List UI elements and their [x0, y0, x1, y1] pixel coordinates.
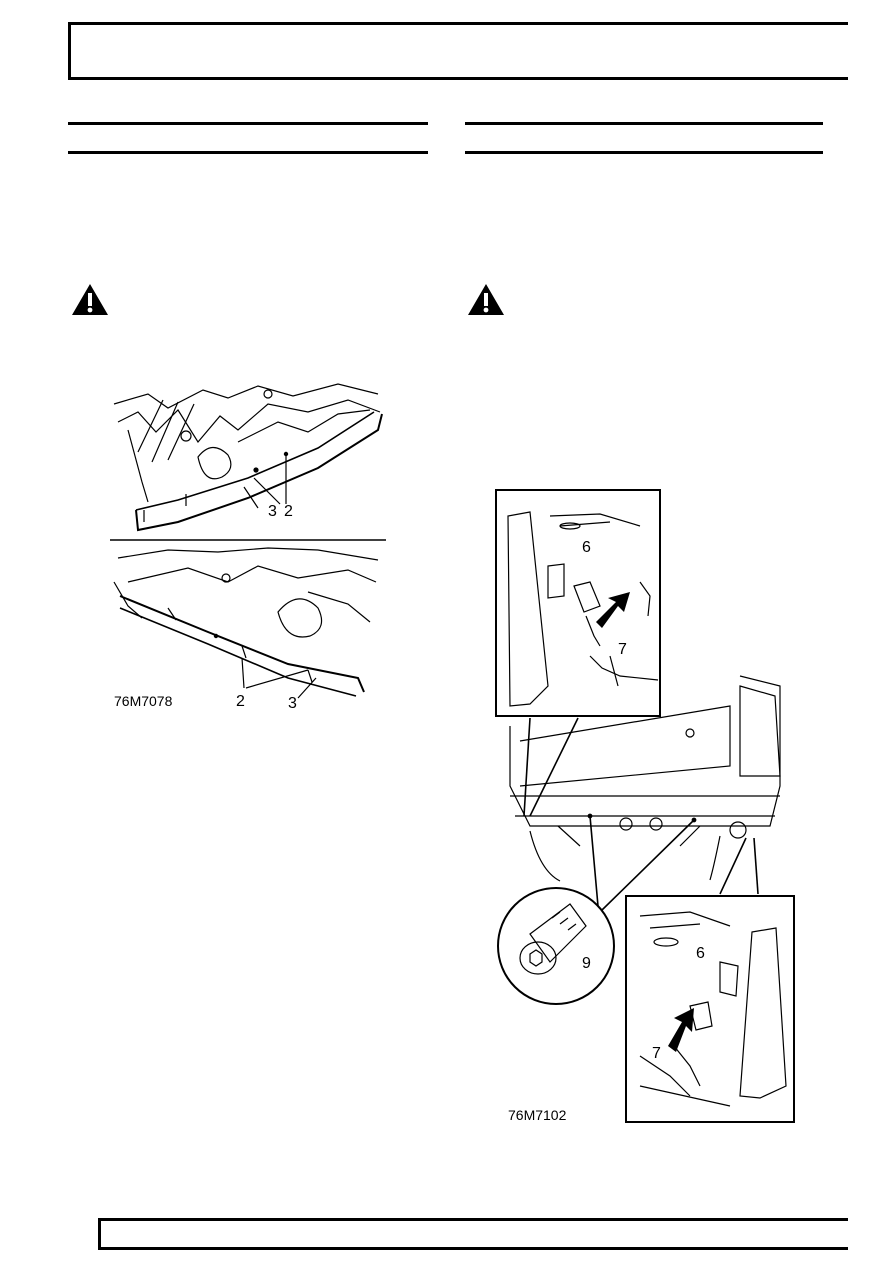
left-section-rule-top	[68, 122, 428, 125]
callout-6: 6	[582, 539, 591, 556]
left-section-rule-bottom	[68, 151, 428, 154]
warning-icon	[468, 284, 504, 315]
callout-3: 3	[288, 695, 297, 712]
callout-7: 7	[652, 1045, 661, 1062]
figure-rear-bumper: 6 7 9 6 7 76M7102	[495, 489, 795, 1123]
callout-2: 2	[284, 503, 293, 520]
page-header-frame	[68, 22, 848, 80]
figure-front-spoiler: 3 2 2 3 76M7078	[110, 383, 386, 712]
callout-7: 7	[618, 641, 627, 658]
page-footer-frame	[98, 1218, 848, 1250]
callout-3: 3	[268, 503, 277, 520]
callout-6: 6	[696, 945, 705, 962]
figure-id: 76M7102	[508, 1107, 567, 1123]
callout-9: 9	[582, 955, 591, 972]
right-section-rule-top	[465, 122, 823, 125]
right-section-rule-bottom	[465, 151, 823, 154]
warning-icon	[72, 284, 108, 315]
callout-2: 2	[236, 693, 245, 710]
figure-id: 76M7078	[114, 693, 173, 709]
